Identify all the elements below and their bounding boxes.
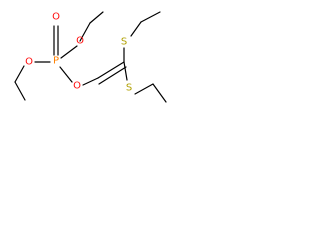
oxygen-atom-bottom: O <box>73 81 81 92</box>
oxygen-atom-left: O <box>25 57 33 68</box>
bond-c-s-lower <box>123 61 128 81</box>
bond-ch2-ch3-left <box>14 81 26 101</box>
molecule-structure: O O P O O S S <box>14 11 167 103</box>
bond-o-ch2-left <box>14 65 25 83</box>
bond-c-c-double-a <box>97 61 125 79</box>
bond-s-ch2-upper <box>130 21 142 37</box>
bond-c-c-double-b <box>98 66 127 85</box>
bond-ch2-ch3-s-lower <box>152 83 167 103</box>
bond-o-ch2-upper <box>79 22 91 42</box>
bond-ch2-ch3-s-upper <box>140 11 161 23</box>
sulfur-atom-upper: S <box>121 37 127 48</box>
phosphorus-atom: P <box>53 56 59 67</box>
atom-layer: O O P O O S S <box>25 12 132 94</box>
bond-layer <box>14 11 167 103</box>
bond-ch2-ch3-upper <box>89 11 104 24</box>
bond-s-ch2-lower <box>134 83 154 95</box>
oxygen-atom-upper-left: O <box>76 36 84 47</box>
bond-p-o-upper <box>60 45 78 59</box>
bond-p-o-bottom <box>59 66 73 83</box>
oxygen-atom-top: O <box>52 12 60 23</box>
sulfur-atom-lower: S <box>126 83 132 94</box>
bond-o-ch <box>82 77 99 86</box>
structure-canvas: O O P O O S S <box>0 0 195 122</box>
